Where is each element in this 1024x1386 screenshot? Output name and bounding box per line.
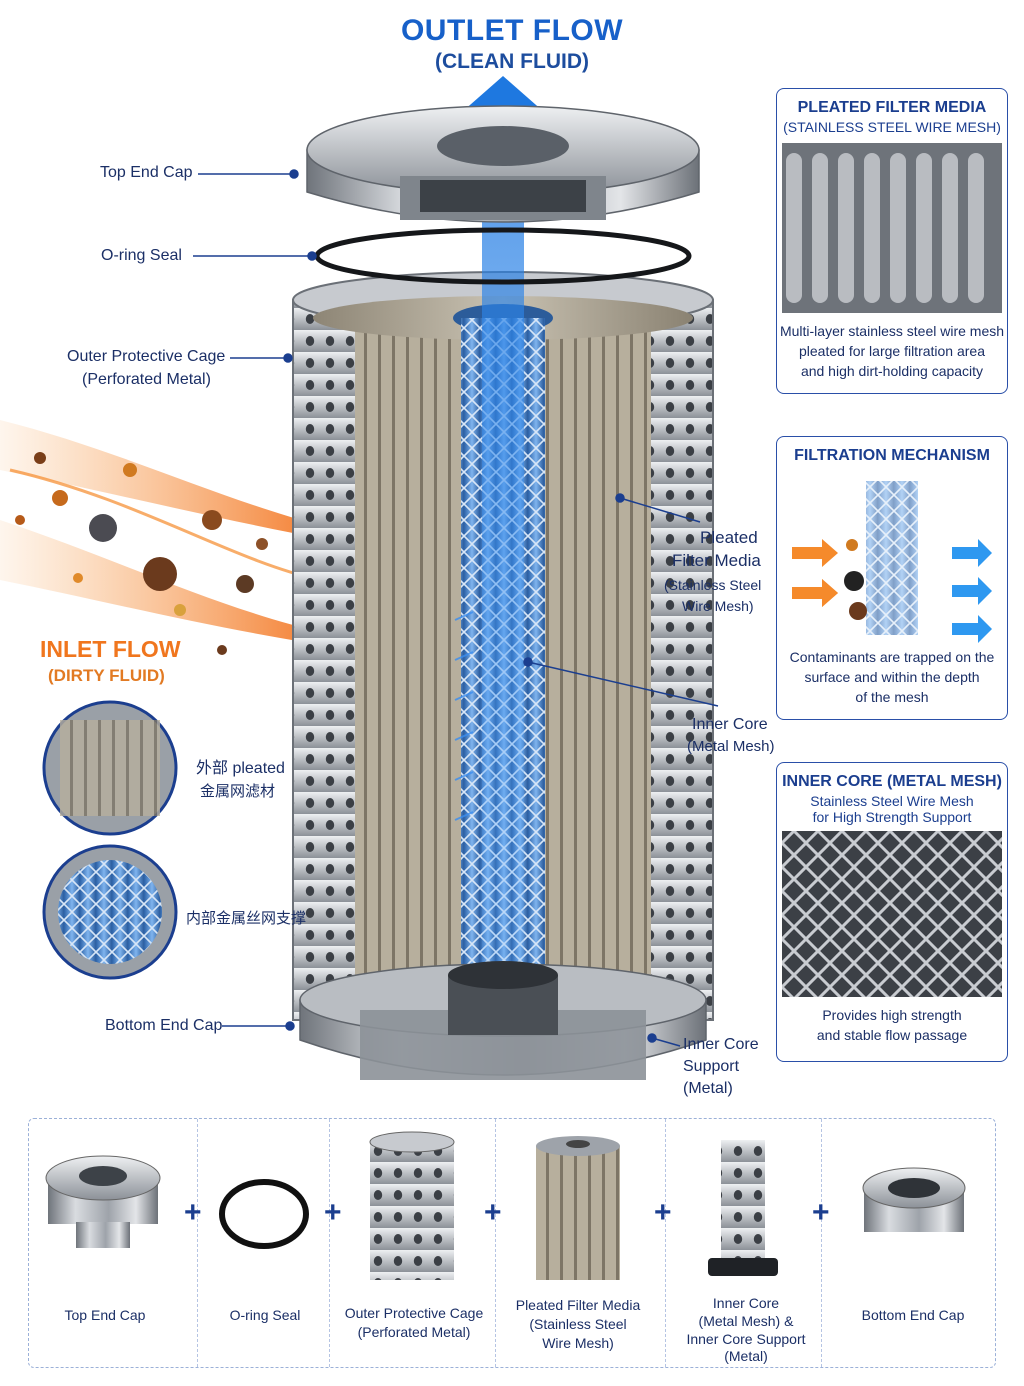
part-label-bottom-end-cap: Bottom End Cap — [861, 1307, 965, 1323]
panel-mechanism-title: FILTRATION MECHANISM — [794, 447, 990, 464]
label-inner-core: Inner Core — [692, 716, 768, 733]
inner-mesh-thumbnail — [42, 844, 178, 980]
part-label-outer-cage-2: (Perforated Metal) — [357, 1324, 471, 1340]
part-label-pleated-media-3: Wire Mesh) — [542, 1335, 614, 1351]
parts-assembly-row — [28, 1118, 996, 1368]
label-inner-core-support: Inner Core — [683, 1036, 759, 1053]
panel-pleated-desc-1: Multi-layer stainless steel wire mesh — [779, 323, 1005, 339]
thumb-outer-caption-1: 外部 pleated — [196, 760, 285, 777]
part-label-pleated-media: Pleated Filter Media — [515, 1297, 641, 1313]
part-inner-core-image — [708, 1140, 778, 1276]
part-outer-cage-image — [369, 1131, 455, 1280]
top-end-cap-illustration — [306, 105, 700, 223]
label-pleated: Pleated — [700, 528, 758, 547]
part-label-pleated-media-2: (Stainless Steel — [529, 1316, 627, 1332]
label-o-ring-seal: O-ring Seal — [101, 247, 182, 264]
label-outer-cage-material: (Perforated Metal) — [82, 371, 211, 388]
panel-mechanism-desc-1: Contaminants are trapped on the — [789, 649, 995, 665]
plus-sign-3: + — [484, 1196, 502, 1229]
panel-inner-core: INNER CORE (METAL MESH) Stainless Steel … — [776, 762, 1008, 1062]
panel-mechanism-desc-3: of the mesh — [855, 689, 929, 705]
outlet-flow-arrow — [454, 76, 544, 970]
panel-core-title: INNER CORE (METAL MESH) — [782, 773, 1002, 790]
part-label-inner-core-2: (Metal Mesh) & — [698, 1313, 794, 1329]
plus-sign-5: + — [812, 1196, 830, 1229]
label-bottom-end-cap: Bottom End Cap — [105, 1017, 223, 1034]
plus-sign-1: + — [184, 1196, 202, 1229]
panel-filtration-mechanism: FILTRATION MECHANISM Contaminants are tr… — [776, 436, 1008, 720]
inner-core-mesh-closeup — [782, 831, 1002, 997]
panel-pleated-desc-3: and high dirt-holding capacity — [800, 363, 984, 379]
part-top-end-cap-image — [45, 1155, 161, 1248]
label-pleated-material: (Stainless Steel — [664, 577, 762, 593]
label-filter-media: Filter Media — [672, 551, 761, 570]
part-label-outer-cage: Outer Protective Cage — [344, 1305, 484, 1321]
contaminant-particles — [15, 452, 268, 655]
outlet-flow-title: OUTLET FLOW — [400, 14, 624, 47]
plus-sign-2: + — [324, 1196, 342, 1229]
panel-pleated-filter-media: PLEATED FILTER MEDIA (STAINLESS STEEL WI… — [776, 88, 1008, 394]
leader-lines — [193, 169, 719, 1047]
outer-media-thumbnail — [42, 700, 178, 836]
pleated-mesh-closeup — [782, 143, 1002, 313]
panel-mechanism-desc-2: surface and within the depth — [804, 669, 980, 685]
filter-cutaway-illustration — [0, 76, 719, 1080]
panel-core-subtitle-2: for High Strength Support — [812, 809, 972, 825]
thumb-inner-caption: 内部金属丝网支撑 — [186, 910, 307, 927]
part-label-top-end-cap: Top End Cap — [64, 1307, 146, 1323]
part-label-inner-core-4: (Metal) — [724, 1348, 768, 1364]
panel-core-desc-2: and stable flow passage — [816, 1027, 968, 1043]
part-label-inner-core: Inner Core — [712, 1295, 780, 1311]
filtration-mechanism-illustration — [792, 481, 992, 643]
part-pleated-media-image — [536, 1136, 620, 1280]
panel-pleated-subtitle: (STAINLESS STEEL WIRE MESH) — [783, 119, 1001, 135]
panel-core-desc-1: Provides high strength — [822, 1007, 962, 1023]
thumb-outer-caption-2: 金属网滤材 — [200, 783, 276, 800]
parts-illustrations — [45, 1131, 966, 1280]
label-inner-core-material: (Metal Mesh) — [687, 738, 775, 755]
label-inner-core-support-2: Support — [683, 1058, 740, 1075]
inlet-flow-title: INLET FLOW — [40, 636, 181, 662]
panel-pleated-desc-2: pleated for large filtration area — [799, 343, 985, 359]
part-bottom-end-cap-image — [862, 1167, 966, 1232]
part-label-inner-core-3: Inner Core Support — [686, 1331, 806, 1347]
label-inner-core-support-material: (Metal) — [683, 1080, 733, 1097]
plus-sign-4: + — [654, 1196, 672, 1229]
panel-core-subtitle-1: Stainless Steel Wire Mesh — [810, 793, 974, 809]
panel-pleated-title: PLEATED FILTER MEDIA — [797, 99, 987, 116]
outlet-flow-subtitle: (CLEAN FLUID) — [435, 50, 589, 73]
label-pleated-mesh: Wire Mesh) — [682, 598, 754, 614]
pleated-filter-media — [313, 296, 693, 1008]
part-label-o-ring: O-ring Seal — [229, 1307, 301, 1323]
label-outer-cage: Outer Protective Cage — [67, 348, 226, 365]
part-o-ring-image — [219, 1179, 309, 1249]
inlet-flow-subtitle: (DIRTY FLUID) — [48, 666, 165, 685]
bottom-end-cap-illustration — [299, 961, 707, 1080]
inlet-flow-stream — [0, 420, 338, 656]
o-ring-seal-illustration — [314, 227, 692, 285]
label-top-end-cap: Top End Cap — [100, 164, 193, 181]
